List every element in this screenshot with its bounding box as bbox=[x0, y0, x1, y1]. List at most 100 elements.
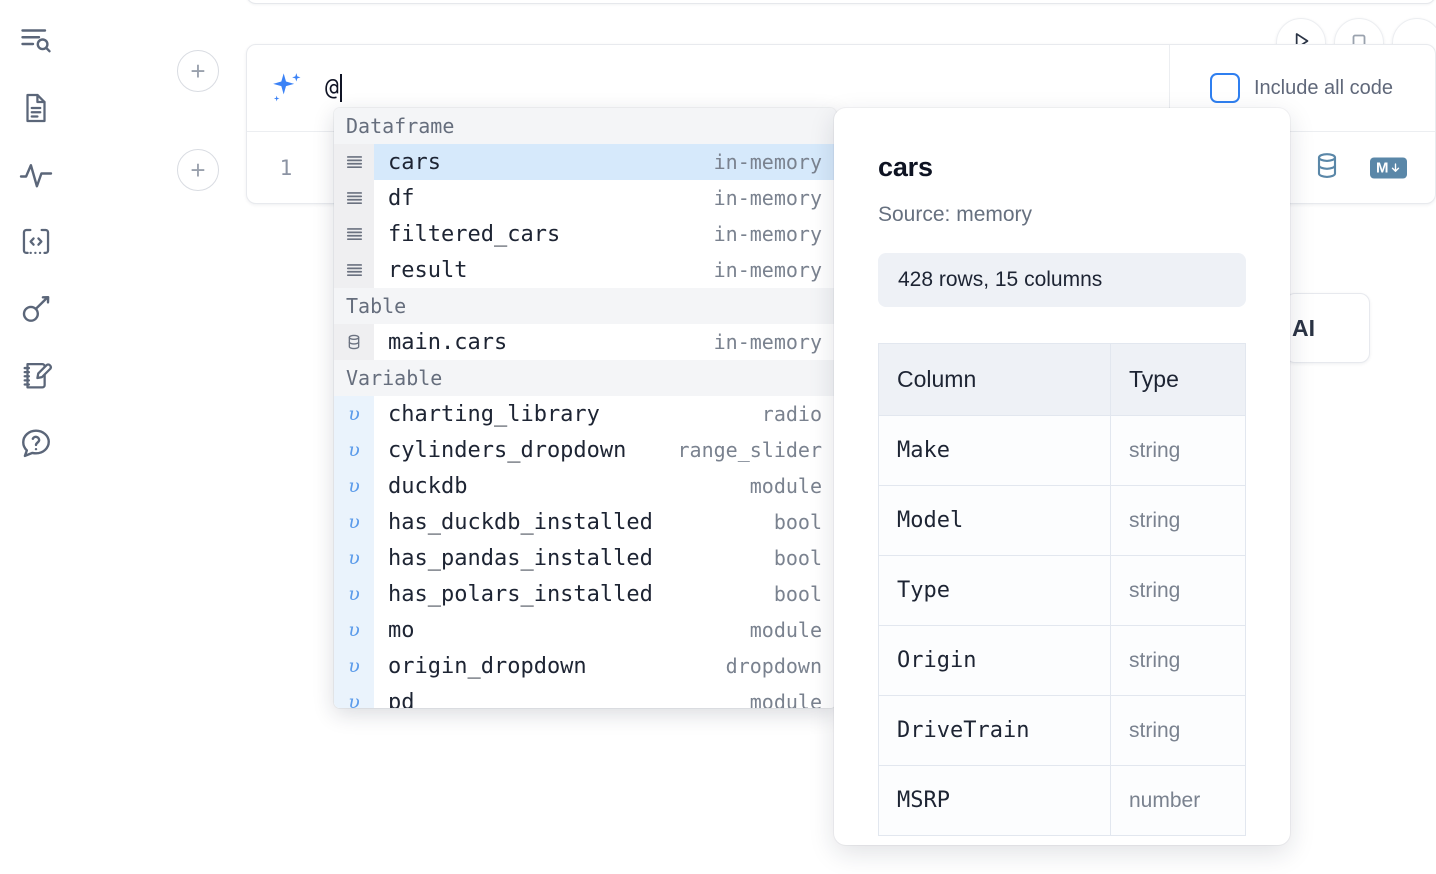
generate-with-ai-label: AI bbox=[1292, 314, 1315, 341]
dataframe-rows-icon bbox=[334, 252, 374, 288]
autocomplete-item-name: has_pandas_installed bbox=[388, 545, 653, 571]
autocomplete-item-meta: bool bbox=[773, 582, 822, 606]
sidebar-item-activity[interactable] bbox=[13, 152, 59, 198]
schema-column-name: MSRP bbox=[878, 765, 1111, 836]
autocomplete-item-name: has_polars_installed bbox=[388, 581, 653, 607]
autocomplete-item-meta: module bbox=[749, 474, 822, 498]
autocomplete-item-name: main.cars bbox=[388, 329, 508, 355]
include-all-code-label: Include all code bbox=[1254, 76, 1393, 99]
schema-column-type: string bbox=[1110, 625, 1246, 696]
sidebar-item-files[interactable] bbox=[13, 85, 59, 131]
ai-prompt-input[interactable]: @ bbox=[325, 45, 1169, 131]
sidebar-item-snippets[interactable] bbox=[13, 219, 59, 265]
schema-column-name: DriveTrain bbox=[878, 695, 1111, 766]
autocomplete-item-meta: in-memory bbox=[713, 330, 822, 354]
explore-outline-icon bbox=[18, 23, 54, 59]
code-snippet-icon bbox=[19, 225, 53, 259]
variable-upsilon-icon: υ bbox=[334, 432, 374, 468]
detail-title: cars bbox=[878, 152, 933, 182]
activity-pulse-icon bbox=[18, 157, 54, 193]
autocomplete-item-meta: range_slider bbox=[677, 438, 823, 462]
schema-column-type: string bbox=[1110, 485, 1246, 556]
markdown-badge-letter: M bbox=[1376, 159, 1389, 177]
add-cell-below-button[interactable]: + bbox=[177, 149, 219, 191]
help-chat-icon bbox=[18, 425, 54, 461]
autocomplete-item[interactable]: υ cylinders_dropdown range_slider bbox=[334, 432, 836, 468]
sidebar-item-scratchpad[interactable] bbox=[13, 353, 59, 399]
autocomplete-item-name: origin_dropdown bbox=[388, 653, 587, 679]
include-all-code-checkbox[interactable] bbox=[1210, 73, 1240, 103]
schema-column-type: number bbox=[1110, 765, 1246, 836]
autocomplete-item-name: cars bbox=[388, 149, 441, 175]
variable-upsilon-icon: υ bbox=[334, 468, 374, 504]
database-icon[interactable] bbox=[1312, 151, 1342, 186]
sidebar-item-help[interactable] bbox=[13, 420, 59, 466]
variable-upsilon-icon: υ bbox=[334, 540, 374, 576]
include-all-code-control[interactable]: Include all code bbox=[1169, 45, 1435, 131]
variable-upsilon-icon: υ bbox=[334, 504, 374, 540]
variable-upsilon-icon: υ bbox=[334, 612, 374, 648]
autocomplete-item[interactable]: υ has_duckdb_installed bool bbox=[334, 504, 836, 540]
sidebar-rail bbox=[0, 0, 72, 874]
autocomplete-item[interactable]: υ has_polars_installed bool bbox=[334, 576, 836, 612]
autocomplete-item-meta: module bbox=[749, 690, 822, 708]
variable-upsilon-icon: υ bbox=[334, 396, 374, 432]
notebook-edit-icon bbox=[19, 359, 53, 393]
autocomplete-item[interactable]: υ has_pandas_installed bool bbox=[334, 540, 836, 576]
autocomplete-item[interactable]: main.cars in-memory bbox=[334, 324, 836, 360]
plus-icon: + bbox=[190, 56, 206, 86]
ai-prompt-row: @ Include all code bbox=[247, 45, 1435, 132]
schema-column-type: string bbox=[1110, 555, 1246, 626]
variable-upsilon-icon: υ bbox=[334, 648, 374, 684]
autocomplete-item-meta: in-memory bbox=[713, 150, 822, 174]
code-editor-row: 1 M bbox=[247, 132, 1435, 204]
column-header-type: Type bbox=[1110, 343, 1246, 416]
autocomplete-item-meta: dropdown bbox=[725, 654, 822, 678]
autocomplete-item[interactable]: υ origin_dropdown dropdown bbox=[334, 648, 836, 684]
variable-upsilon-icon: υ bbox=[334, 576, 374, 612]
autocomplete-item-meta: in-memory bbox=[713, 186, 822, 210]
line-number: 1 bbox=[279, 156, 293, 180]
detail-shape-badge: 428 rows, 15 columns bbox=[878, 253, 1246, 307]
table-header-row: Column Type bbox=[878, 343, 1246, 416]
add-cell-above-button[interactable]: + bbox=[177, 50, 219, 92]
database-icon bbox=[334, 324, 374, 360]
autocomplete-group-header: Dataframe bbox=[334, 108, 836, 144]
text-caret bbox=[339, 74, 342, 102]
generate-with-ai-button[interactable]: AI bbox=[1285, 293, 1370, 363]
sidebar-item-secrets[interactable] bbox=[13, 286, 59, 332]
autocomplete-item[interactable]: cars in-memory bbox=[334, 144, 836, 180]
file-text-icon bbox=[19, 91, 53, 125]
sidebar-item-explore[interactable] bbox=[13, 18, 59, 64]
schema-column-name: Origin bbox=[878, 625, 1111, 696]
schema-column-type: string bbox=[1110, 415, 1246, 486]
autocomplete-group-header: Table bbox=[334, 288, 836, 324]
autocomplete-item-name: has_duckdb_installed bbox=[388, 509, 653, 535]
autocomplete-item-name: mo bbox=[388, 617, 415, 643]
schema-column-name: Model bbox=[878, 485, 1111, 556]
autocomplete-item-meta: bool bbox=[773, 510, 822, 534]
autocomplete-item-name: cylinders_dropdown bbox=[388, 437, 627, 463]
markdown-download-icon[interactable]: M bbox=[1370, 157, 1407, 179]
autocomplete-item-meta: in-memory bbox=[713, 258, 822, 282]
schema-column-type: string bbox=[1110, 695, 1246, 766]
autocomplete-item-meta: bool bbox=[773, 546, 822, 570]
column-header-column: Column bbox=[878, 343, 1111, 416]
cell-output-tools: M bbox=[1312, 151, 1407, 186]
previous-cell-card bbox=[246, 0, 1436, 4]
